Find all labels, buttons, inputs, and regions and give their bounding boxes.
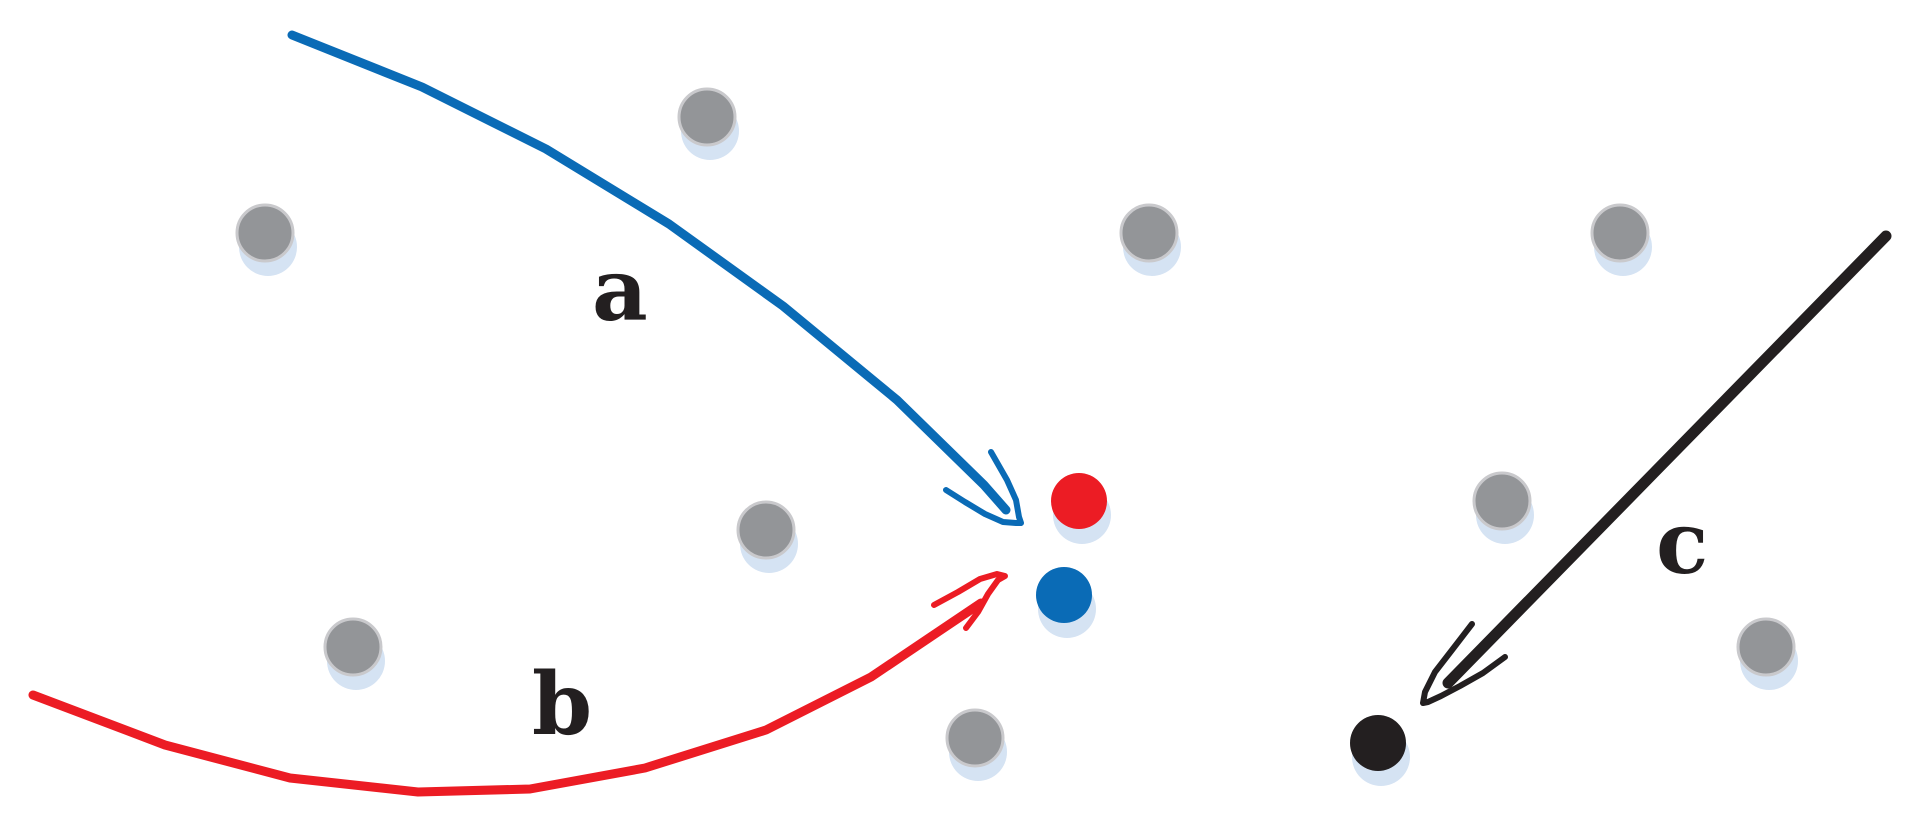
- blue-dot-fill: [1036, 567, 1092, 623]
- gray-dot-5: [736, 500, 798, 573]
- arrow-b: [28, 571, 1008, 797]
- arrow-c-head: [1420, 621, 1508, 706]
- gray-dot-5-fill: [736, 500, 796, 560]
- arrow-a-head: [943, 449, 1024, 526]
- arrow-a: [287, 30, 1024, 526]
- gray-dot-3: [1119, 203, 1181, 276]
- label-a: a: [592, 240, 648, 341]
- gray-dot-4-fill: [1590, 203, 1650, 263]
- gray-dot-7: [323, 617, 385, 690]
- gray-dot-1: [677, 87, 739, 160]
- red-dot: [1051, 473, 1111, 544]
- gray-dot-8: [1736, 617, 1798, 690]
- gray-dot-9-fill: [945, 708, 1005, 768]
- gray-dot-1-fill: [677, 87, 737, 147]
- gray-dot-2: [235, 203, 297, 276]
- blue-dot: [1036, 567, 1096, 638]
- arrow-c-shaft: [1442, 230, 1892, 689]
- gray-dot-4: [1590, 203, 1652, 276]
- arrow-c: [1420, 230, 1892, 706]
- gray-dot-3-fill: [1119, 203, 1179, 263]
- black-dot-fill: [1350, 715, 1406, 771]
- gray-dot-6: [1472, 471, 1534, 544]
- gray-dot-7-fill: [323, 617, 383, 677]
- red-dot-fill: [1051, 473, 1107, 529]
- gray-dot-6-fill: [1472, 471, 1532, 531]
- arrow-b-head: [931, 571, 1008, 631]
- gray-dot-2-fill: [235, 203, 295, 263]
- gray-dot-9: [945, 708, 1007, 781]
- label-b: b: [532, 654, 592, 755]
- label-c: c: [1656, 493, 1708, 594]
- nodes-group: [235, 87, 1798, 786]
- black-dot: [1350, 715, 1410, 786]
- arrow-b-shaft: [28, 598, 986, 797]
- gray-dot-8-fill: [1736, 617, 1796, 677]
- arrow-a-shaft: [287, 30, 1011, 515]
